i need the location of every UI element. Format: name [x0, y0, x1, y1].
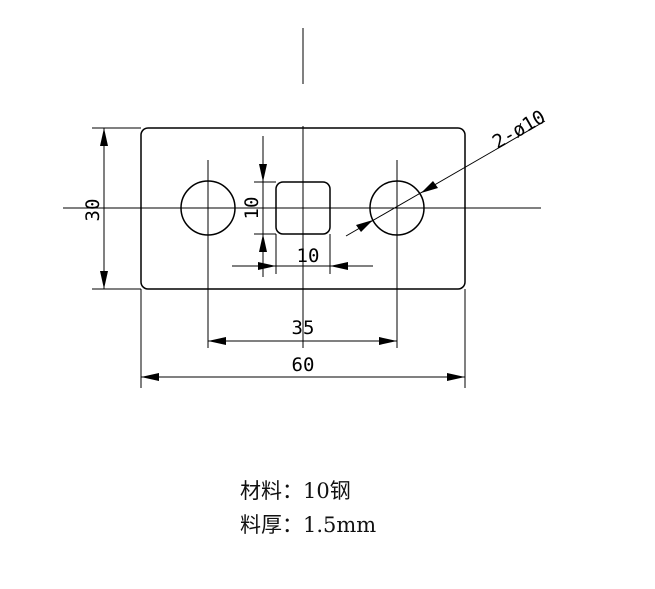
material-notes: 材料：10钢 料厚：1.5mm: [240, 474, 376, 542]
height-arrow-top: [100, 128, 108, 146]
plate-outline: [140, 127, 466, 290]
thickness-note: 料厚：1.5mm: [240, 513, 377, 537]
width-arrow-right: [447, 373, 465, 381]
width-arrow-left: [141, 373, 159, 381]
hole-leader-extension: [494, 120, 546, 151]
spacing-arrow-left: [208, 337, 226, 345]
material-note: 材料：10钢: [240, 479, 351, 503]
width-dim-text: 60: [292, 354, 315, 376]
spacing-dim-text: 35: [292, 317, 315, 339]
height-dim-text: 30: [82, 199, 104, 222]
hole-leader-arrow-inner: [356, 220, 373, 232]
square-width-dim-text: 10: [297, 245, 320, 267]
square-height-dim-text: 10: [241, 197, 263, 220]
square-height-arrow-top: [259, 164, 267, 182]
spacing-arrow-right: [379, 337, 397, 345]
hole-dim-text: 2-ø10: [489, 106, 550, 154]
height-arrow-bottom: [100, 271, 108, 289]
square-width-arrow-left: [258, 262, 276, 270]
square-height-arrow-bottom: [259, 234, 267, 252]
hole-leader-arrow-outer: [421, 181, 438, 193]
square-width-arrow-right: [330, 262, 348, 270]
